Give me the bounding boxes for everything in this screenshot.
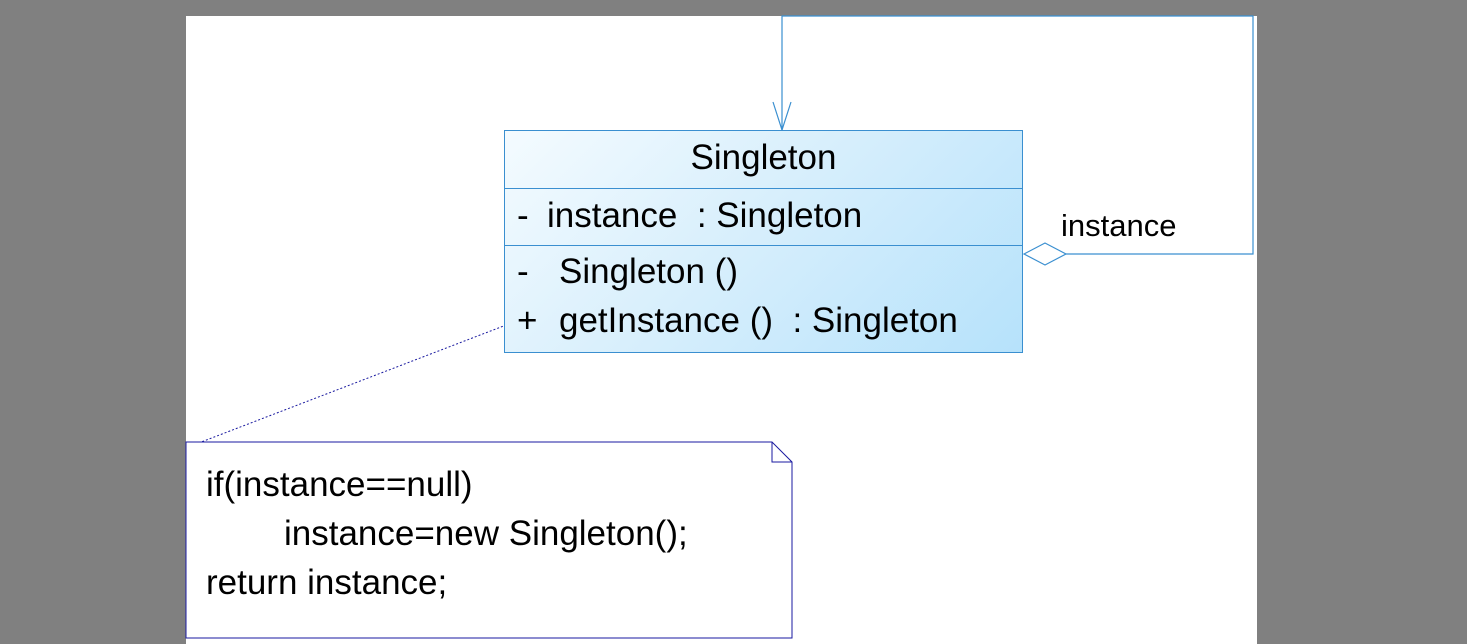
attribute-type: : Singleton [696,196,863,235]
association-label[interactable]: instance [1061,208,1177,243]
operation-visibility: - [517,252,529,291]
operation-visibility: + [517,301,538,340]
operation-row[interactable]: + getInstance () : Singleton [517,301,958,341]
note-line: if(instance==null) [206,465,473,504]
attribute-name: instance [547,196,678,235]
singleton-class[interactable]: Singleton -instance : Singleton -Singlet… [504,130,1023,353]
note-line: return instance; [206,563,448,602]
code-note[interactable]: if(instance==null) instance=new Singleto… [186,442,793,638]
operation-name: getInstance () [559,301,773,340]
class-name: Singleton [505,131,1022,189]
operation-name: Singleton () [559,252,738,291]
operation-row[interactable]: -Singleton () [517,252,738,292]
attribute-compartment: -instance : Singleton [505,189,1022,246]
attribute-row[interactable]: -instance : Singleton [517,196,862,236]
note-line: instance=new Singleton(); [284,514,688,553]
operation-type: : Singleton [792,301,958,340]
attribute-visibility: - [517,196,529,235]
operation-compartment: -Singleton () + getInstance () : Singleto… [505,246,1022,352]
